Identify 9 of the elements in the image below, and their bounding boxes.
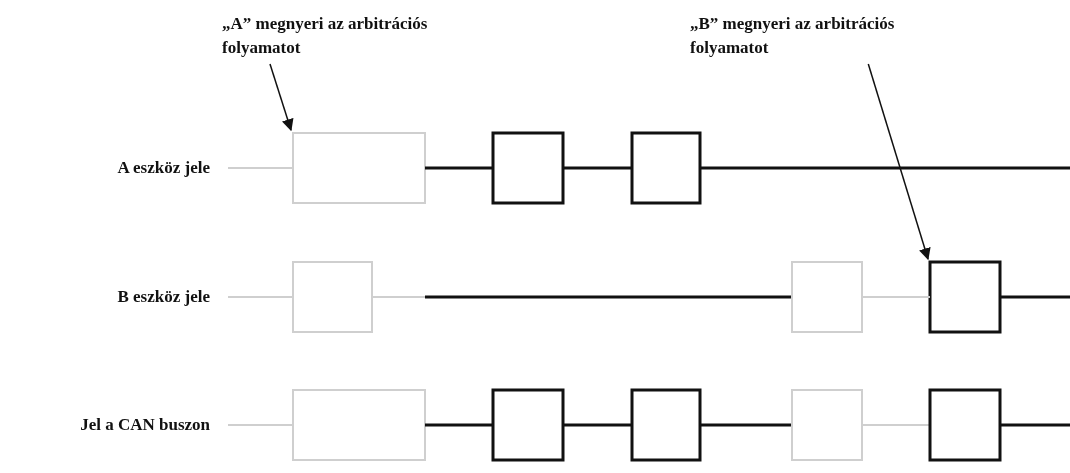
annotation-text: „B” megnyeri az arbitrációs folyamatot bbox=[690, 12, 958, 60]
signal-label: A eszköz jele bbox=[116, 157, 210, 179]
signal-label: B eszköz jele bbox=[116, 286, 210, 308]
signal-pulse bbox=[928, 260, 1002, 334]
signal-label: Jel a CAN buszon bbox=[79, 414, 210, 436]
annotation-text: „A” megnyeri az arbitrációs folyamatot bbox=[222, 12, 490, 60]
leader-line bbox=[269, 63, 294, 132]
leader-line bbox=[867, 63, 931, 261]
signal-pulse bbox=[292, 132, 426, 204]
